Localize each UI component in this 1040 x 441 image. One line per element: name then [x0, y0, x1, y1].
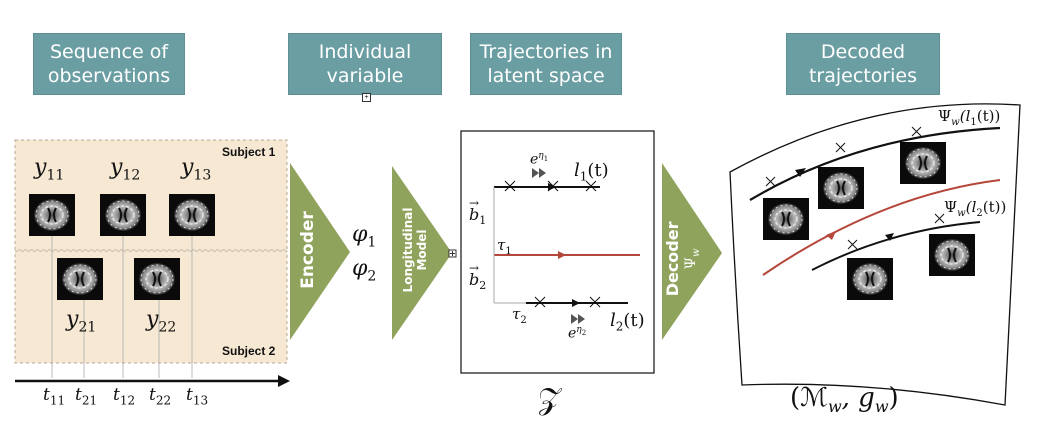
- manifold-brain-1: [762, 197, 810, 241]
- phi1-label: φ1: [352, 222, 377, 251]
- decoder-label: Decoder Ψw: [663, 214, 706, 304]
- time-label-t11: t11: [43, 385, 66, 408]
- manifold-brain-5: [928, 233, 976, 277]
- manifold-trajectory-psi2: [811, 221, 981, 271]
- latent-space-label: 𝒵: [538, 382, 561, 417]
- brain-image-y13: [168, 193, 216, 237]
- brain-image-y21: [56, 257, 104, 301]
- obs-label-y12: y12: [110, 155, 141, 184]
- latent-label-eta2: eη2: [568, 325, 587, 342]
- latent-label-l1: l1(t): [574, 160, 609, 184]
- time-label-t12: t12: [113, 385, 136, 408]
- obs-label-y11: y11: [34, 155, 65, 184]
- longitudinal-label: Longitudinal Model: [401, 205, 429, 295]
- resize-handle-icon: +: [362, 93, 371, 102]
- longitudinal-triangle: [392, 166, 452, 340]
- encoder-triangle: [290, 163, 350, 340]
- manifold-brain-4: [846, 257, 894, 301]
- header-individual-text: Individual variable: [318, 41, 412, 87]
- subject1-label: Subject 1: [222, 145, 276, 159]
- brain-image-y22: [133, 257, 181, 301]
- brain-image-y11: [28, 193, 76, 237]
- phi2-label: φ2: [352, 256, 377, 285]
- decoder-psi-label: Ψw: [683, 248, 702, 270]
- latent-space-box: [460, 130, 655, 374]
- header-individual-variable: Individual variable: [288, 33, 442, 95]
- encoder-label: Encoder: [298, 211, 318, 289]
- latent-label-tau2: τ2: [512, 305, 527, 326]
- manifold-trajectory-psi1: [749, 126, 1001, 201]
- time-label-t13: t13: [186, 385, 209, 408]
- latent-label-l2: l2(t): [610, 310, 645, 334]
- brain-image-y12: [99, 193, 147, 237]
- header-decoded-text: Decoded trajectories: [808, 41, 918, 87]
- manifold-surface: [729, 103, 1021, 406]
- obs-label-y13: y13: [181, 155, 212, 184]
- latent-label-tau1: τ1: [497, 236, 512, 257]
- latent-label-b2: →b2: [469, 261, 487, 293]
- latent-label-eta1: eη1: [530, 151, 549, 168]
- header-sequence-text: Sequence of observations: [47, 41, 171, 87]
- header-sequence-of-observations: Sequence of observations: [33, 33, 185, 95]
- manifold-reference-red: [762, 179, 1001, 276]
- manifold-brain-3: [899, 141, 947, 185]
- time-label-t21: t21: [75, 385, 98, 408]
- time-axis-arrowhead: [278, 375, 290, 387]
- decoder-label-text: Decoder: [663, 221, 683, 297]
- manifold-label: (ℳw, gw): [790, 383, 899, 417]
- manifold-label-psi1: Ψw(l1(t)): [938, 107, 1001, 128]
- header-trajectories-latent: Trajectories in latent space: [470, 33, 622, 95]
- header-decoded-trajectories: Decoded trajectories: [786, 33, 940, 95]
- longitudinal-label-line2: Model: [415, 229, 429, 271]
- longitudinal-label-line1: Longitudinal: [401, 207, 415, 293]
- decoder-triangle: [662, 163, 722, 340]
- obs-label-y21: y21: [66, 307, 97, 336]
- subject2-label: Subject 2: [222, 344, 276, 358]
- obs-label-y22: y22: [146, 307, 177, 336]
- time-label-t22: t22: [149, 385, 172, 408]
- manifold-brain-2: [817, 166, 865, 210]
- latent-label-b1: →b1: [469, 196, 487, 228]
- manifold-label-psi2: Ψw(l2(t)): [944, 198, 1007, 219]
- header-trajectories-text: Trajectories in latent space: [479, 41, 613, 87]
